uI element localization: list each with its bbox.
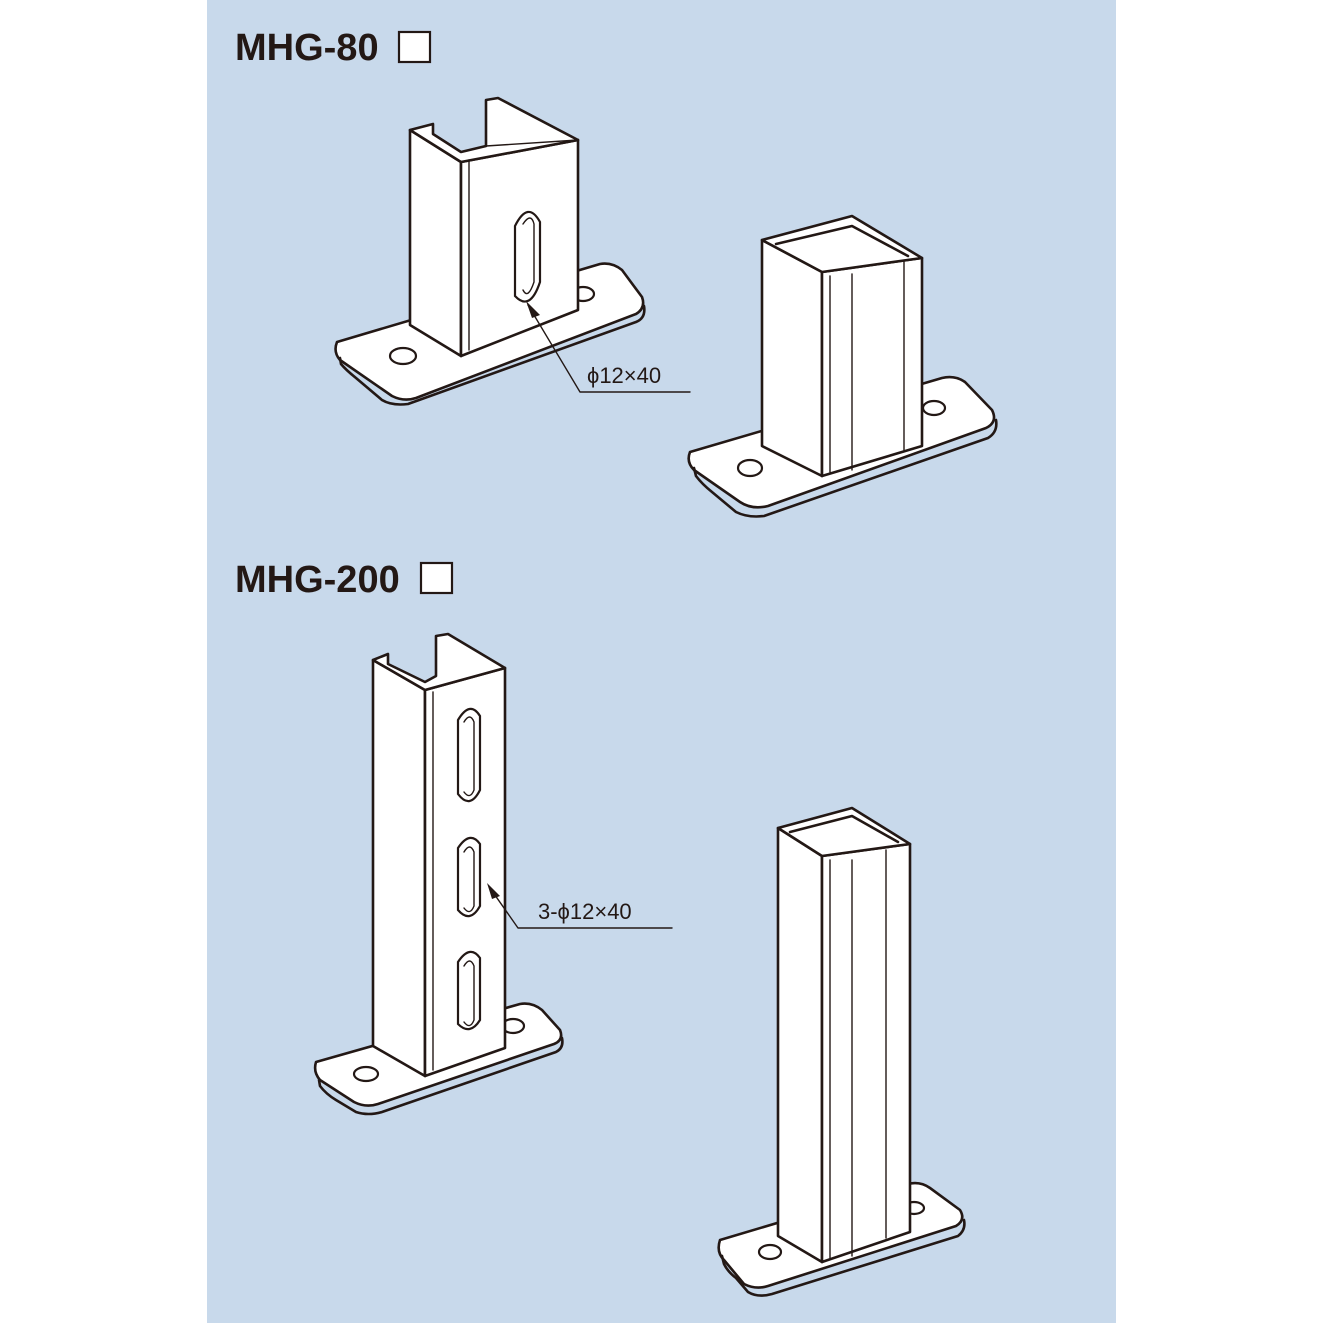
- mhg80-closed-bracket: [687, 214, 998, 518]
- hole-callout-mhg80: ϕ12×40: [587, 363, 661, 388]
- hole-callout-mhg200: 3-ϕ12×40: [538, 899, 632, 924]
- mhg200-slotted-bracket: [313, 632, 564, 1116]
- diagram-panel: MHG-80 ϕ12×40 MHG-200: [207, 0, 1116, 1323]
- model-title-mhg200: MHG-200: [235, 559, 400, 601]
- bracket-drawing: MHG-80 ϕ12×40 MHG-200: [207, 0, 1116, 1323]
- variant-box-icon: [397, 30, 432, 64]
- variant-box-icon: [419, 561, 454, 595]
- mhg80-slotted-bracket: [334, 96, 646, 406]
- model-title-mhg80: MHG-80: [235, 27, 379, 69]
- mhg200-closed-bracket: [717, 806, 966, 1297]
- panel-background: [207, 0, 1116, 1323]
